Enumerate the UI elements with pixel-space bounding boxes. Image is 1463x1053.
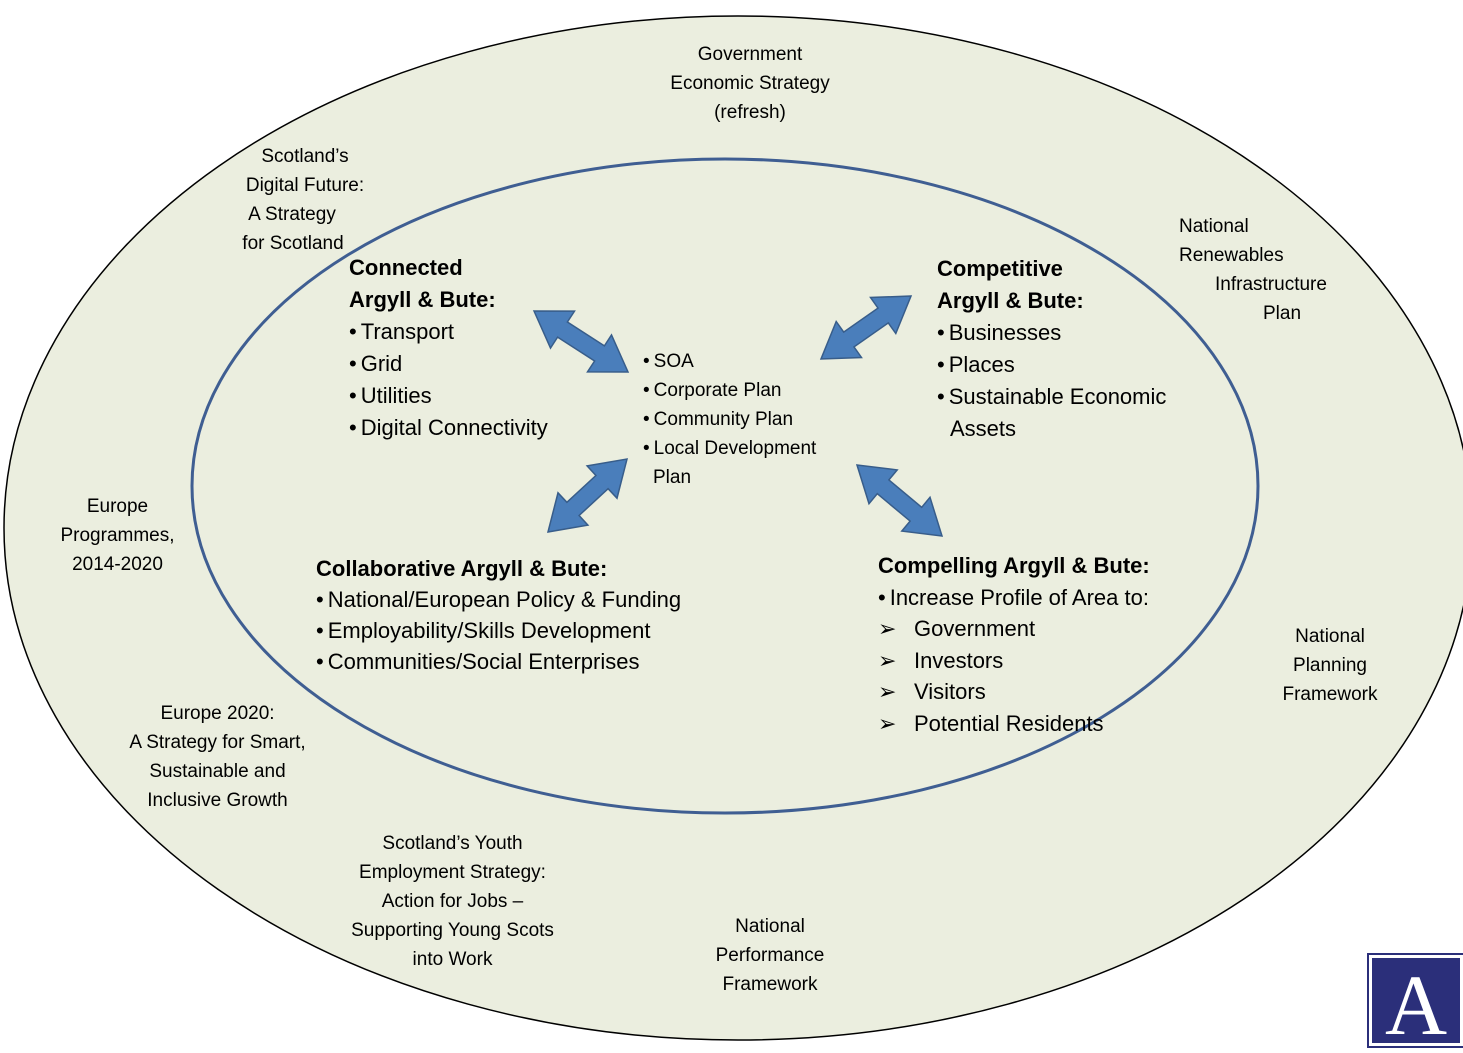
compelling-item: ➢ Government xyxy=(878,613,1150,645)
label-line: Scotland’s xyxy=(261,146,349,167)
label-line: Framework xyxy=(722,974,818,995)
center-item-continued: Plan xyxy=(653,467,692,488)
competitive-item-continued: Assets xyxy=(950,416,1017,441)
center-item: SOA xyxy=(643,347,816,376)
label-youth-employment-strategy: Scotland’s Youth Employment Strategy: Ac… xyxy=(325,829,580,974)
label-digital-future: Scotland’s Digital Future: A Strategy fo… xyxy=(200,142,410,258)
label-line: into Work xyxy=(412,949,493,970)
label-line: Scotland’s Youth xyxy=(382,833,523,854)
label-line: Sustainable and xyxy=(149,761,286,782)
arrowhead-bullet-icon: ➢ xyxy=(878,647,897,673)
competitive-heading: Argyll & Bute: xyxy=(937,288,1084,313)
argyll-bute-logo: A xyxy=(1367,953,1463,1053)
label-line: Economic Strategy xyxy=(670,73,830,94)
connected-item: Transport xyxy=(349,316,548,348)
compelling-item-label: Visitors xyxy=(914,679,986,704)
compelling-heading: Compelling Argyll & Bute: xyxy=(878,553,1150,578)
competitive-item: Places xyxy=(937,349,1166,381)
label-line: (refresh) xyxy=(714,102,786,123)
compelling-item: ➢ Visitors xyxy=(878,676,1150,708)
label-line: Employment Strategy: xyxy=(359,862,546,883)
competitive-heading: Competitive xyxy=(937,256,1063,281)
competitive-section: Competitive Argyll & Bute: Businesses Pl… xyxy=(937,253,1166,445)
compelling-intro: Increase Profile of Area to: xyxy=(878,582,1150,614)
arrow-compelling-to-center xyxy=(855,464,944,537)
competitive-item: Businesses xyxy=(937,317,1166,349)
arrowhead-bullet-icon: ➢ xyxy=(878,679,897,704)
label-government-economic-strategy: Government Economic Strategy (refresh) xyxy=(650,40,850,127)
label-line: Infrastructure xyxy=(1215,274,1327,295)
label-europe-2020: Europe 2020: A Strategy for Smart, Susta… xyxy=(100,699,335,815)
connected-item: Utilities xyxy=(349,380,548,412)
label-line: for Scotland xyxy=(242,233,344,254)
connected-section: Connected Argyll & Bute: Transport Grid … xyxy=(349,252,548,444)
label-national-performance-framework: National Performance Framework xyxy=(690,912,850,999)
label-line: Framework xyxy=(1282,684,1378,705)
label-line: Plan xyxy=(1263,303,1302,324)
competitive-item: Sustainable Economic xyxy=(937,381,1167,413)
arrow-competitive-to-center xyxy=(819,295,913,360)
collaborative-item: Employability/Skills Development xyxy=(316,615,681,646)
compelling-section: Compelling Argyll & Bute: Increase Profi… xyxy=(878,550,1150,739)
label-line: Europe 2020: xyxy=(160,703,275,724)
label-line: A Strategy for Smart, xyxy=(129,732,306,753)
collaborative-item: Communities/Social Enterprises xyxy=(316,646,681,677)
connected-heading: Argyll & Bute: xyxy=(349,287,496,312)
center-item: Local Development xyxy=(643,434,817,463)
collaborative-heading: Collaborative Argyll & Bute: xyxy=(316,556,608,581)
arrow-collaborative-to-center xyxy=(546,458,629,533)
label-line: Renewables xyxy=(1179,245,1284,266)
label-line: National xyxy=(735,916,805,937)
connected-item: Grid xyxy=(349,348,548,380)
label-line: 2014-2020 xyxy=(72,554,163,575)
arrowhead-bullet-icon: ➢ xyxy=(878,710,897,736)
label-line: Digital Future: xyxy=(245,175,365,196)
label-line: National xyxy=(1295,626,1365,647)
label-line: Government xyxy=(697,44,803,65)
label-europe-programmes: Europe Programmes, 2014-2020 xyxy=(30,492,205,579)
collaborative-section: Collaborative Argyll & Bute: National/Eu… xyxy=(316,553,681,677)
compelling-item-label: Investors xyxy=(914,647,1004,673)
collaborative-item: National/European Policy & Funding xyxy=(316,584,681,615)
compelling-item: ➢ Potential Residents xyxy=(878,708,1150,740)
compelling-item-label: Potential Residents xyxy=(914,710,1104,736)
center-plans: SOA Corporate Plan Community Plan Local … xyxy=(643,347,816,492)
label-line: A Strategy xyxy=(248,204,336,225)
label-line: Programmes, xyxy=(60,525,175,546)
arrowhead-bullet-icon: ➢ xyxy=(878,616,897,641)
label-line: Planning xyxy=(1293,655,1367,676)
label-line: Europe xyxy=(86,496,149,517)
arrow-connected-to-center xyxy=(532,310,630,373)
center-item: Corporate Plan xyxy=(643,376,816,405)
compelling-item: ➢ Investors xyxy=(878,645,1150,677)
logo-letter: A xyxy=(1384,957,1448,1053)
label-line: Action for Jobs – xyxy=(381,891,524,912)
connected-heading: Connected xyxy=(349,255,463,280)
label-renewables-plan: National Renewables Infrastructure Plan xyxy=(1179,212,1327,328)
label-national-planning-framework: National Planning Framework xyxy=(1250,622,1410,709)
connected-item: Digital Connectivity xyxy=(349,412,548,444)
label-line: National xyxy=(1179,216,1249,237)
compelling-item-label: Government xyxy=(914,616,1036,641)
label-line: Inclusive Growth xyxy=(147,790,288,811)
center-item: Community Plan xyxy=(643,405,816,434)
label-line: Supporting Young Scots xyxy=(351,920,554,941)
label-line: Performance xyxy=(715,945,825,966)
